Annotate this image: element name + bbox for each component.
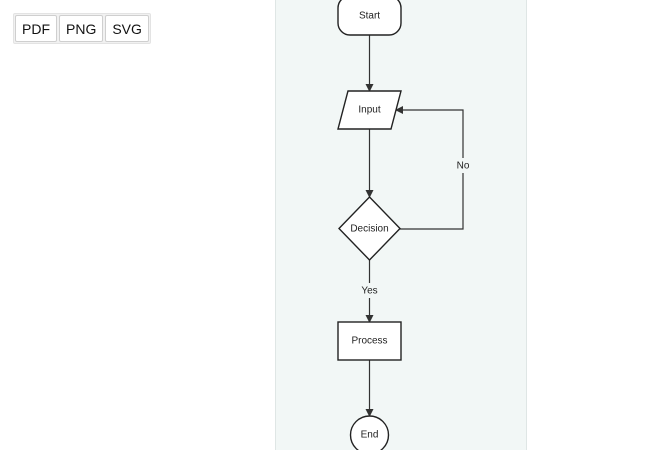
export-png-button[interactable]: PNG xyxy=(59,15,104,42)
export-svg-button[interactable]: SVG xyxy=(105,15,149,42)
export-pdf-button[interactable]: PDF xyxy=(15,15,57,42)
end-node-label: End xyxy=(361,430,379,441)
process-node[interactable]: Process xyxy=(337,321,402,361)
edge-input-to-decision xyxy=(365,129,374,198)
edge-label-no: No xyxy=(454,158,472,173)
export-toolbar: PDF PNG SVG xyxy=(13,13,151,44)
end-node[interactable]: End xyxy=(349,415,390,450)
input-node[interactable]: Input xyxy=(337,90,402,130)
decision-node-label: Decision xyxy=(350,224,388,235)
edge-decision-to-input-no xyxy=(395,106,464,230)
start-node-label: Start xyxy=(359,11,380,22)
start-node[interactable]: Start xyxy=(337,0,402,36)
edge-start-to-input xyxy=(365,35,374,92)
edge-label-yes: Yes xyxy=(358,283,381,298)
edge-label-no-text: No xyxy=(457,161,470,172)
edge-label-yes-text: Yes xyxy=(361,286,377,297)
process-node-label: Process xyxy=(351,336,387,347)
input-node-label: Input xyxy=(358,105,380,116)
diagram-canvas xyxy=(275,0,527,450)
decision-node[interactable]: Decision xyxy=(338,195,401,262)
edge-process-to-end xyxy=(365,360,374,417)
